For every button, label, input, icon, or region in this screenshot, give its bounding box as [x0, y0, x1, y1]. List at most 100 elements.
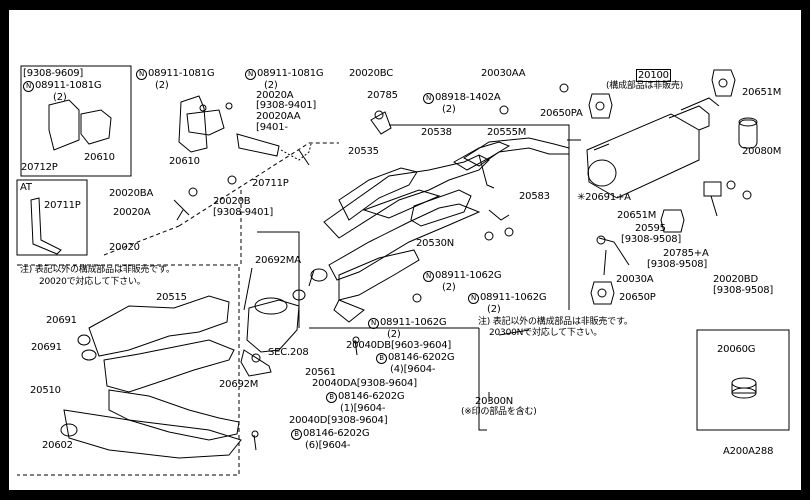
range-text: [9604- — [318, 440, 351, 451]
range-text: [9604- — [403, 364, 436, 375]
part-label-20561: 20561 — [305, 367, 336, 378]
range-20785A: [9308-9508] — [647, 259, 708, 270]
hanger-20651M-2-shape — [660, 209, 685, 233]
part-number-text: 08911-1062G — [435, 270, 502, 281]
circle-b-icon: B — [376, 353, 387, 364]
part-label-20030A: 20030A — [616, 274, 654, 285]
inset-qty: (2) — [53, 92, 67, 103]
range-20595: [9308-9508] — [621, 234, 682, 245]
part-label-20530N: 20530N — [416, 238, 455, 249]
front-pipe-20510-shape — [103, 339, 235, 393]
bolt-qty-a: (2) — [442, 282, 456, 293]
part-label-20602: 20602 — [42, 440, 73, 451]
part-label-20020BD: 20020BD — [713, 274, 758, 285]
part-number-text: 08146-6202G — [303, 428, 370, 439]
part-label-20300N: 20300N — [475, 396, 514, 407]
circle-n-icon: N — [468, 293, 479, 304]
part-label-20020AA: 20020AA — [256, 111, 301, 122]
circle-n-icon: N — [245, 69, 256, 80]
note-20300N: (※印の部品を含む) — [461, 407, 537, 417]
frame-left-dashed — [17, 264, 240, 476]
circle-n-icon: N — [368, 318, 379, 329]
part-label-20030AA: 20030AA — [481, 68, 526, 79]
inset-mount-shape — [80, 109, 112, 145]
part-label-20020A: 20020A — [256, 90, 294, 101]
part-label-20691-b: 20691 — [31, 342, 62, 353]
part-label-20020BC: 20020BC — [349, 68, 394, 79]
bracket-20610-shape — [178, 95, 208, 153]
part-label-20060G: 20060G — [717, 344, 756, 355]
part-number-text: 08911-1081G — [148, 68, 215, 79]
part-label-20650P: 20650P — [619, 292, 656, 303]
bolt-qty-range-c: (6)[9604- — [305, 440, 351, 451]
part-number-text: 20040DB — [346, 340, 391, 351]
left-note-line-1: 注) 表記以外の構成部品は非販売です。 — [20, 265, 175, 275]
part-label-20555M: 20555M — [487, 127, 527, 138]
part-label-20535: 20535 — [348, 146, 379, 157]
part-label-20040D: 20040D[9308-9604] — [289, 415, 388, 426]
catalytic-converter-shape — [246, 299, 300, 353]
inset-label-20712P: 20712P — [21, 162, 58, 173]
circle-n-icon: N — [423, 93, 434, 104]
part-label-20691A: ✳20691+A — [577, 192, 631, 203]
section-ref-208[interactable]: SEC.208 — [268, 347, 309, 358]
qty-08911-1081G-b: (2) — [264, 80, 278, 91]
part-label-20080M: 20080M — [742, 146, 782, 157]
part-label-20538: 20538 — [421, 127, 452, 138]
note-20100: (構成部品は非販売) — [606, 81, 684, 91]
circle-n-icon: N — [136, 69, 147, 80]
inset-part-text: 08911-1081G — [35, 80, 102, 91]
qty-08918-1402A: (2) — [442, 104, 456, 115]
part-label-20785A: 20785+A — [663, 248, 709, 259]
part-label-20040DA: 20040DA[9308-9604] — [312, 378, 417, 389]
part-number-text: 08146-6202G — [338, 391, 405, 402]
part-number-text: 08146-6202G — [388, 352, 455, 363]
qty-text: (6) — [305, 440, 319, 451]
mid-resonator-shape — [410, 189, 472, 227]
part-label-20583: 20583 — [519, 191, 550, 202]
part-label-20020BA: 20020BA — [109, 188, 154, 199]
qty-text: (1) — [340, 403, 354, 414]
part-label-20510: 20510 — [30, 385, 61, 396]
hanger-20651M-shape — [711, 69, 736, 97]
circle-n-icon: N — [23, 81, 34, 92]
part-label-20515: 20515 — [156, 292, 187, 303]
bolt-qty-range-b: (1)[9604- — [340, 403, 386, 414]
part-label-20711P: 20711P — [252, 178, 289, 189]
part-label-20692MA: 20692MA — [255, 255, 301, 266]
part-label-20020: 20020 — [109, 242, 140, 253]
plug-20060G-box-outline — [696, 329, 790, 431]
part-label-20610: 20610 — [169, 156, 200, 167]
range-20020B: [9308-9401] — [213, 207, 274, 218]
center-pipe-shape — [323, 154, 490, 239]
at-inset-label-20711P: 20711P — [44, 200, 81, 211]
inset-date-range: [9308-9609] — [23, 68, 84, 79]
part-number-text: 08911-1062G — [380, 317, 447, 328]
part-label-20595: 20595 — [635, 223, 666, 234]
part-label-20100: 20100 — [636, 69, 671, 82]
part-number-text: 20040D — [289, 415, 328, 426]
part-label-20651M: 20651M — [742, 87, 782, 98]
inset-bracket-shape — [48, 99, 80, 151]
tailpipe-finisher-shape — [738, 119, 758, 149]
range-20020A: [9308-9401] — [256, 100, 317, 111]
right-note-line-2: 20300Nで対応して下さい。 — [489, 328, 603, 338]
part-label-20785: 20785 — [367, 90, 398, 101]
at-inset-box-outline — [16, 179, 88, 256]
rear-pipe-shape — [463, 137, 570, 167]
bracket-20711P-shape — [236, 133, 280, 157]
hanger-20650P-shape — [590, 281, 615, 305]
heat-shield-lower-shape — [338, 249, 420, 301]
inset-label-20610: 20610 — [84, 152, 115, 163]
part-label-20020B: 20020B — [213, 196, 251, 207]
part-label-20650PA: 20650PA — [540, 108, 583, 119]
circle-b-icon: B — [326, 392, 337, 403]
hanger-20650PA-shape — [588, 93, 613, 119]
part-number-text: 20040DA — [312, 378, 357, 389]
range-text: [9308-9604] — [356, 378, 417, 389]
